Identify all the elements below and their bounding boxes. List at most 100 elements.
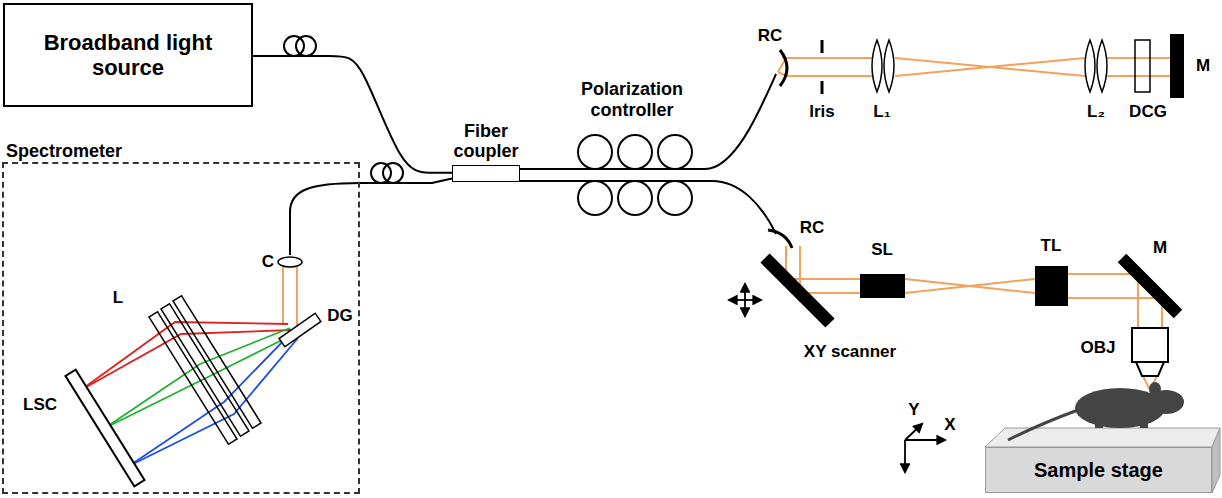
scan-arrows [729,299,745,301]
optical-fiber [360,179,452,183]
line-scan-camera [65,370,144,487]
part-label: XY scanner [804,342,896,362]
reference-beam [778,58,1170,76]
iris [821,40,824,53]
fold-mirror [1122,258,1178,314]
part-label: L₂ [1087,102,1105,122]
scan-mirror [768,230,792,248]
reference-beam [895,58,1085,76]
reference-beam [1106,57,1170,59]
stage-top [1212,428,1220,493]
scan-arrows [744,300,746,316]
part-label: M [1196,56,1210,76]
sample-beam [1068,297,1162,299]
mirror [1170,34,1184,98]
sample-beam [786,246,1162,390]
reference-beam [786,57,880,59]
mouse [1140,420,1148,428]
dispersion-glass [1135,40,1150,92]
part-label: OBJ [1081,338,1116,358]
sample-beam [905,279,1035,293]
polarization-loops [658,181,692,215]
spectral-rays [129,332,292,466]
collimator-lens [278,257,302,267]
lens-stack [173,296,261,429]
doublet-lens [872,40,1107,92]
axes [905,424,922,440]
scan-arrows [744,284,746,300]
diffraction-grating [279,313,321,346]
polarization-loops [618,181,652,215]
node-title: Broadband light source [5,30,251,81]
fiber-coil [383,163,403,183]
mouse [1095,420,1103,428]
spectral-rays [105,334,294,428]
stage-top [985,428,1220,493]
objective [1132,328,1168,362]
part-label: X [944,415,955,435]
scan-arrows [729,284,761,316]
objective [1132,328,1168,376]
component-label: Polarization controller [557,79,707,120]
optical-fiber [520,74,776,169]
reference-mirror [780,50,787,86]
axes [905,439,945,441]
dispersion-glass [1135,40,1150,92]
scan-lens [860,266,1068,306]
part-label: L [113,288,123,308]
spectrometer-box: Spectrometer [2,162,360,494]
fiber-coil [284,36,403,183]
reference-beam [786,75,880,77]
polarization-loops [578,135,612,169]
scan-lens [860,274,905,298]
diffraction-grating [279,313,321,346]
objective [1136,362,1164,376]
spectral-rays [105,328,290,428]
optical-fiber [290,183,360,255]
polarization-loops [618,135,652,169]
lens-stack [149,296,261,445]
doublet-lens [872,40,882,92]
doublet-lens [1097,40,1107,92]
part-label: DCG [1129,102,1167,122]
collimator-lens [278,257,302,267]
line-scan-camera [65,370,144,487]
part-label: RC [800,218,825,238]
mouse [1008,410,1078,440]
sample-beam [786,278,860,280]
spectrometer-beam [296,267,298,334]
spectrometer-beam [282,267,284,324]
doublet-lens [1085,40,1095,92]
stage-top [985,428,1220,447]
scan-arrows [745,299,761,301]
polarization-loops [658,135,692,169]
axes [905,424,945,472]
fold-mirror [1122,258,1178,314]
optical-fiber [290,74,776,255]
lens-stack [161,304,249,437]
doublet-lens [884,40,894,92]
scan-lens [1035,266,1068,306]
part-label: Iris [809,102,835,122]
reference-mirror [780,50,787,86]
iris [821,81,824,94]
part-label: L₁ [873,102,890,122]
xy-scanner-mirror [765,258,830,323]
polarization-loops [578,135,692,215]
iris [821,40,824,94]
part-label: DG [327,306,353,326]
sample-stage: Sample stage [985,447,1212,493]
part-label: Y [908,400,919,420]
fiber-coil [296,36,316,56]
node-title: Spectrometer [6,141,122,162]
part-label: TL [1041,236,1062,256]
part-label: SL [871,240,893,260]
mouse [1008,382,1184,440]
scan-mirror [768,230,792,248]
part-label: LSC [23,395,57,415]
mirror [1170,34,1184,98]
mouse [1149,382,1161,396]
sample-beam [905,279,1035,293]
reference-beam [895,58,1085,76]
reference-beam [1106,75,1170,77]
